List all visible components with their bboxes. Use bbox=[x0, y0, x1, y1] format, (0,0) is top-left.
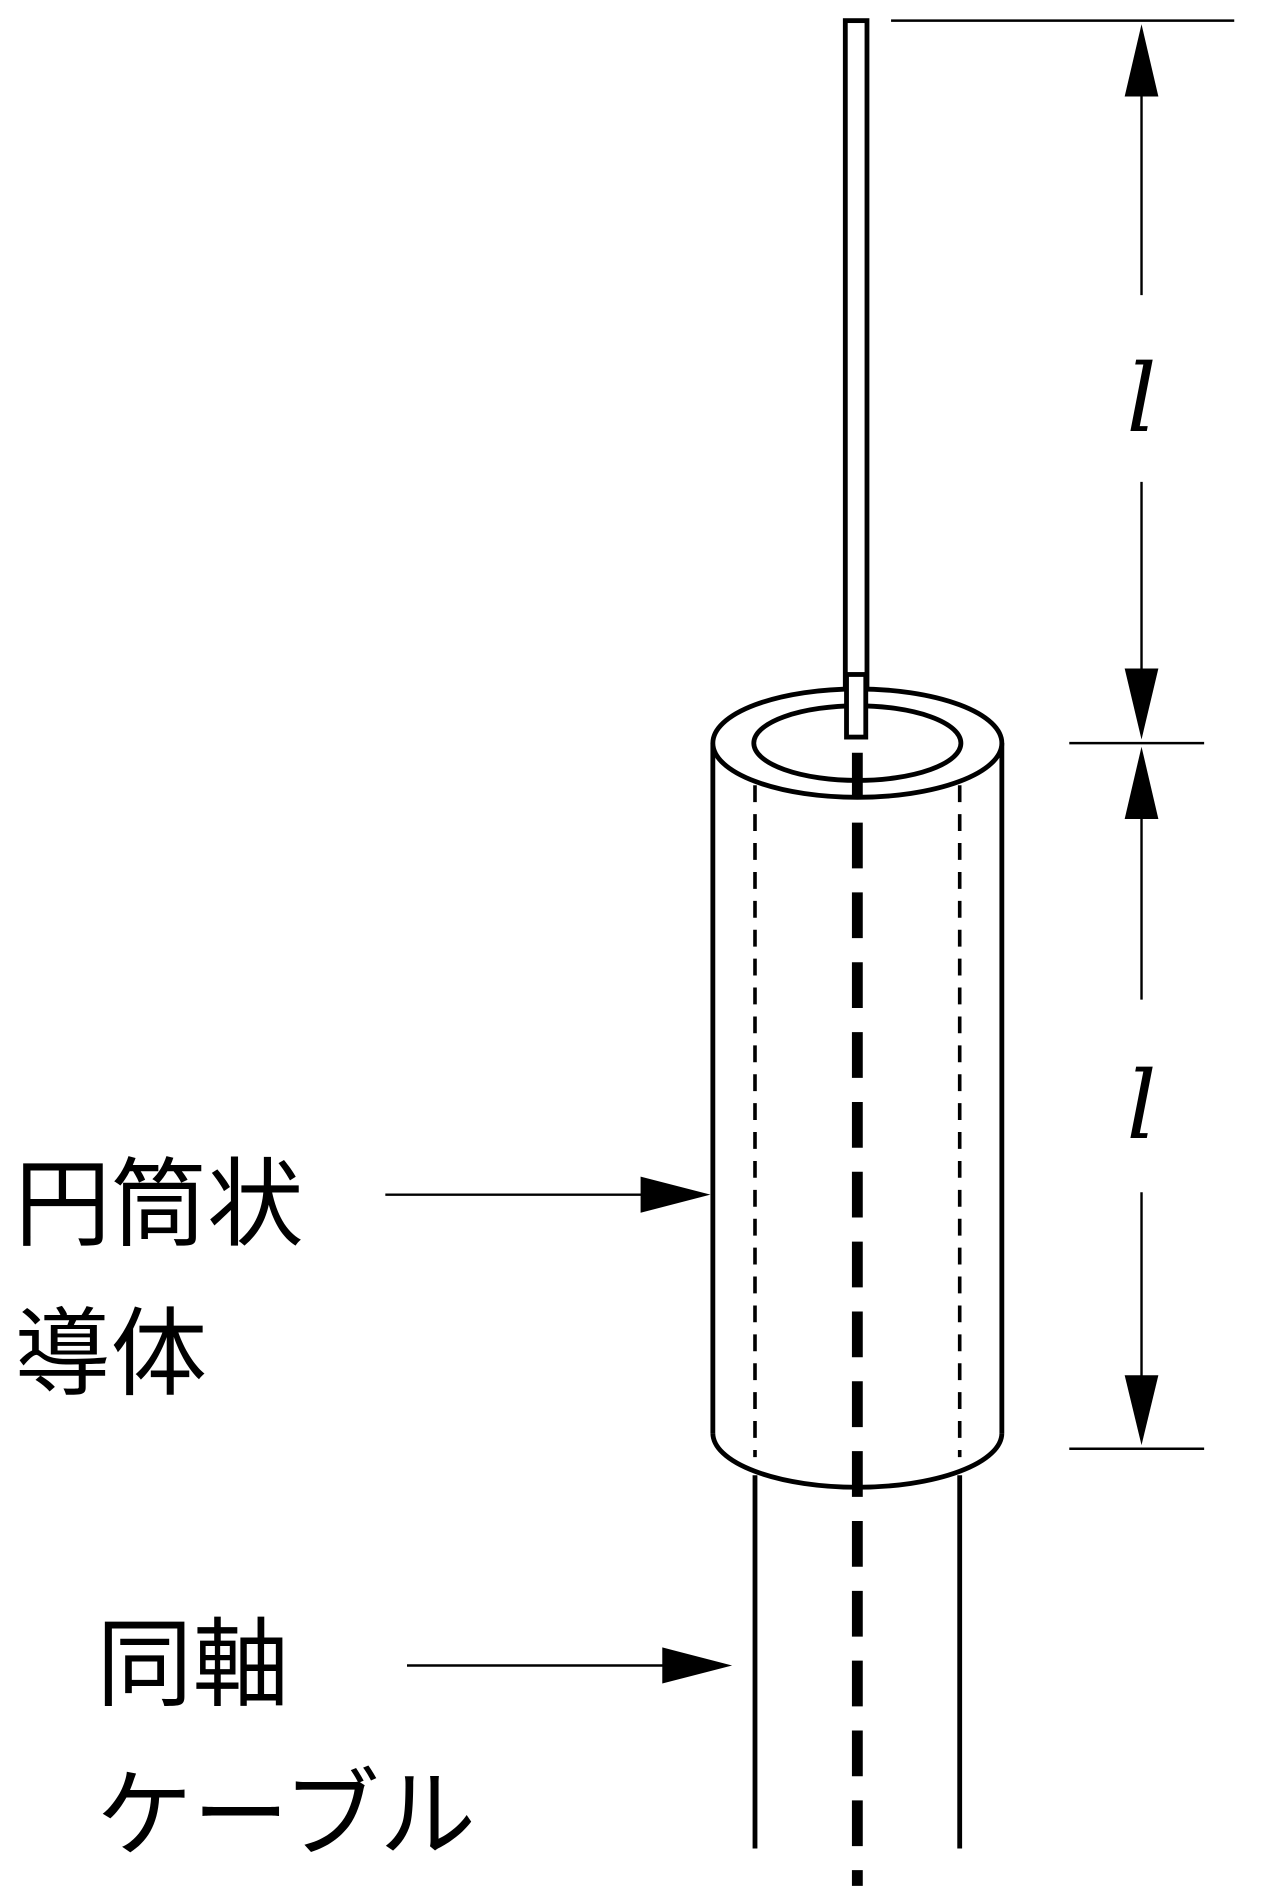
arrow-down-icon bbox=[1124, 1375, 1159, 1446]
antenna-rod-top-end bbox=[844, 672, 869, 740]
dimension-upper: l bbox=[1124, 24, 1159, 740]
label-text-line1: 円筒状 bbox=[14, 1149, 303, 1261]
label-cylindrical-conductor: 円筒状 導体 bbox=[14, 1149, 711, 1410]
label-text-line1: 同軸 bbox=[96, 1609, 289, 1721]
arrow-down-icon bbox=[1124, 668, 1159, 740]
arrow-up-icon bbox=[1124, 24, 1159, 97]
dimension-label-upper: l bbox=[1127, 345, 1157, 454]
coaxial-cable bbox=[752, 752, 963, 1886]
label-coaxial-cable: 同軸 ケーブル bbox=[96, 1609, 733, 1872]
label-text-line2: ケーブル bbox=[96, 1760, 476, 1872]
cylindrical-conductor bbox=[710, 686, 1005, 1490]
arrow-up-icon bbox=[1124, 746, 1159, 819]
arrow-right-icon bbox=[640, 1176, 711, 1213]
label-text-line2: 導体 bbox=[14, 1298, 207, 1410]
antenna-rod bbox=[842, 18, 870, 740]
dimension-label-lower: l bbox=[1127, 1052, 1157, 1161]
dimension-lower: l bbox=[1124, 746, 1159, 1446]
arrow-right-icon bbox=[662, 1647, 733, 1684]
